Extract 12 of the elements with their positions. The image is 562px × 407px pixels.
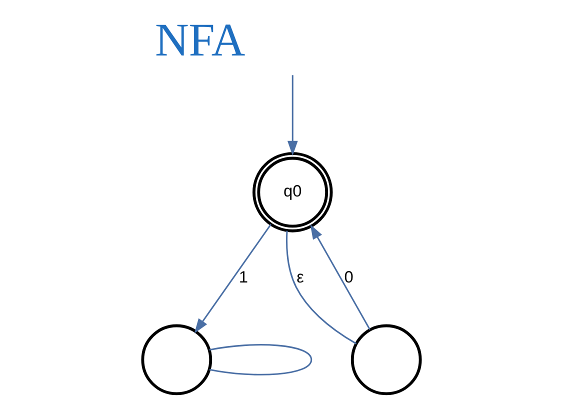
connector xyxy=(208,344,312,376)
diagram-title: NFA xyxy=(154,14,245,66)
edge-label: ε xyxy=(296,268,304,287)
arrow xyxy=(286,75,298,156)
arrow xyxy=(194,224,271,334)
edge-label: 0 xyxy=(344,268,353,287)
node-circle xyxy=(140,324,212,396)
connector xyxy=(286,230,356,344)
node-circle: q0 xyxy=(252,152,332,232)
edge-label: 1 xyxy=(238,268,248,287)
node-circle xyxy=(350,324,422,396)
arrow xyxy=(310,224,370,330)
